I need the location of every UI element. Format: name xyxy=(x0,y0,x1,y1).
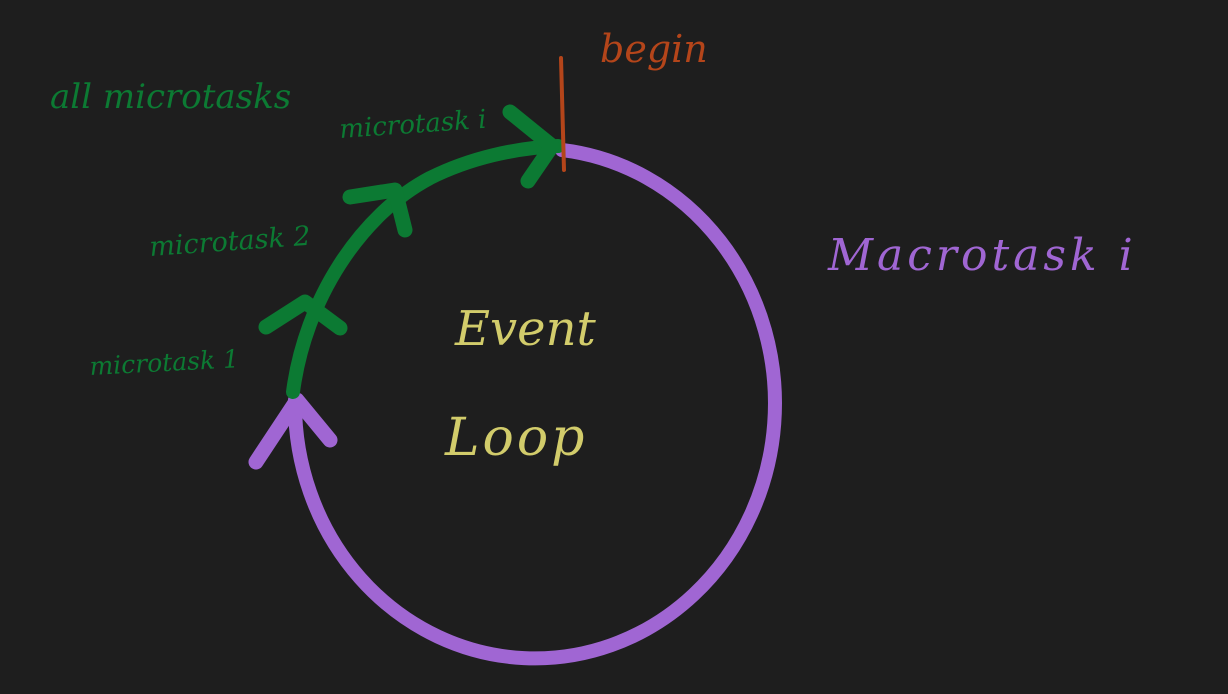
loop-label: Loop xyxy=(444,408,587,468)
event-label: Event xyxy=(454,301,596,357)
macrotask-loop-arc xyxy=(287,143,782,666)
microtask-1-arrowhead xyxy=(258,294,348,336)
microtask-2-arrowhead xyxy=(342,182,413,238)
all-microtasks-label: all microtasks xyxy=(50,77,291,117)
microtask-i-arrowhead xyxy=(502,104,560,189)
microtask-i-label: microtask i xyxy=(338,105,487,145)
begin-label: begin xyxy=(600,27,708,71)
microtask-1-label: microtask 1 xyxy=(89,344,240,381)
begin-marker xyxy=(559,56,566,172)
microtask-arc xyxy=(286,139,565,399)
microtask-2-label: microtask 2 xyxy=(148,221,311,263)
macrotask-i-label: Macrotask i xyxy=(827,230,1137,281)
macrotask-arrowhead xyxy=(248,392,338,470)
